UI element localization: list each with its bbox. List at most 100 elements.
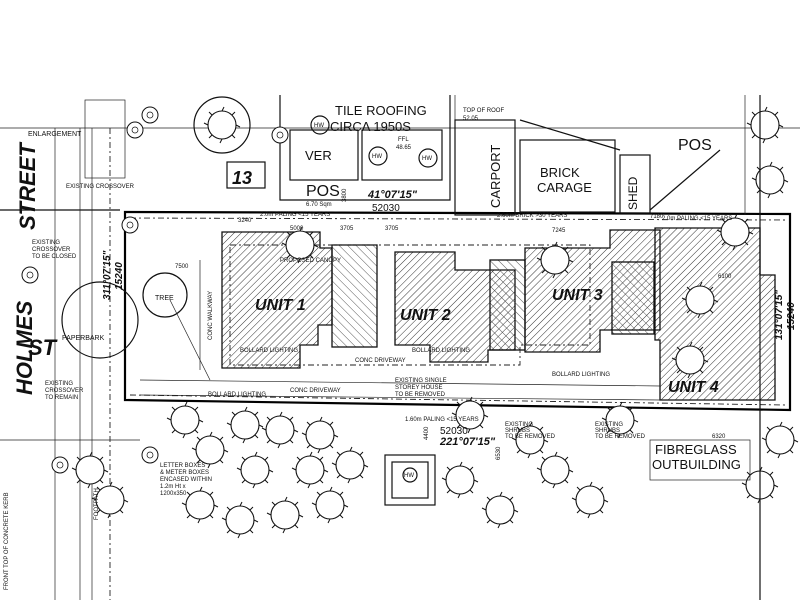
lot-number: 13 xyxy=(232,168,252,188)
crossover-remain-1: EXISTING xyxy=(45,381,73,387)
shrubs-1-c: TO BE REMOVED xyxy=(505,434,556,440)
length-right: 15240 xyxy=(786,302,797,330)
fibreglass-label: FIBREGLASS xyxy=(655,442,737,457)
brick-label: BRICK xyxy=(540,165,580,180)
trees-left xyxy=(21,216,188,359)
brick-wall-label: 2.60m BRICK >30 YEARS xyxy=(497,213,567,219)
crossover-closed-2: CROSSOVER xyxy=(32,247,71,253)
hw-label-4: HW xyxy=(404,473,414,479)
unit-1-label: UNIT 1 xyxy=(255,297,306,314)
conc-walkway-label: CONC WALKWAY xyxy=(208,291,214,340)
kerb-label: FRONT TOP OF CONCRETE KERB xyxy=(4,492,10,590)
unit-3-label: UNIT 3 xyxy=(552,287,603,304)
dim-5000: 5000 xyxy=(290,226,304,232)
dim-7245: 7245 xyxy=(552,228,566,234)
bearing-bottom: 221°07'15" xyxy=(439,436,496,448)
unit-4-label: UNIT 4 xyxy=(668,379,719,396)
pos-left-label: POS xyxy=(306,183,340,200)
garage-footprints xyxy=(331,244,655,351)
ffl-value: 48.65 xyxy=(396,145,412,151)
length-top: 52030 xyxy=(372,203,400,214)
bollard-lighting-4: BOLLARD LIGHTING xyxy=(552,372,610,378)
neighbour-house xyxy=(226,95,721,216)
bearing-left: 311°07'15" xyxy=(102,250,113,300)
letter-boxes-4: 1.2m Ht x xyxy=(160,484,186,490)
dim-3800: 3800 xyxy=(342,188,348,202)
unit-4-footprint xyxy=(654,227,776,401)
pos-left-area: 6.70 Sqm xyxy=(306,202,332,208)
bottom-neighbour-building xyxy=(384,439,751,506)
existing-crossover-label: EXISTING CROSSOVER xyxy=(66,184,135,190)
dim-3705-a: 3705 xyxy=(340,226,354,232)
paperbark-label: PAPERBARK xyxy=(62,335,105,342)
dim-6530: 6530 xyxy=(496,446,502,460)
bollard-lighting-3: BOLLARD LIGHTING xyxy=(412,348,470,354)
letter-boxes-1: LETTER BOXES xyxy=(160,463,205,469)
existing-house-3: TO BE REMOVED xyxy=(395,392,446,398)
property-boundary xyxy=(123,210,792,412)
unit-2-footprint xyxy=(394,251,516,363)
dim-3240: 3240 xyxy=(238,218,252,224)
dim-6100: 6100 xyxy=(718,274,732,280)
proposed-canopy-label: PROPOSED CANOPY xyxy=(280,258,341,264)
shrubs-2-b: SHRUBS xyxy=(595,428,620,434)
shrubs-2-a: EXISTING xyxy=(595,422,623,428)
letter-boxes-5: 1200x350 xyxy=(160,491,187,497)
bearing-right: 131°07'15" xyxy=(774,290,785,340)
paling-bottom-label: 1.60m PALING <15 YEARS xyxy=(405,417,479,423)
carport-label: CARPORT xyxy=(488,145,503,208)
hw-label-1: HW xyxy=(314,123,324,129)
dim-3705-b: 3705 xyxy=(385,226,399,232)
pos-right-label: POS xyxy=(678,137,712,154)
letter-boxes-2: & METER BOXES xyxy=(160,470,209,476)
shed-label: SHED xyxy=(626,176,640,210)
crossover-remain-3: TO REMAIN xyxy=(45,395,78,401)
conc-driveway-2: CONC DRIVEWAY xyxy=(355,358,406,364)
hw-label-2: HW xyxy=(372,154,382,160)
trees-top xyxy=(126,96,789,279)
top-of-roof-value: 52.05 xyxy=(463,116,479,122)
existing-house-outline xyxy=(229,244,591,366)
dim-6320: 6320 xyxy=(712,434,726,440)
crossover-closed-1: EXISTING xyxy=(32,240,60,246)
garage-label: CARAGE xyxy=(537,180,592,195)
shrubs-2-c: TO BE REMOVED xyxy=(595,434,646,440)
dim-7180: 7180 xyxy=(650,214,664,220)
right-boundary-marks xyxy=(744,95,761,600)
shrubs-1-b: SHRUBS xyxy=(505,428,530,434)
paling-right-label: 2.0m PALING <15 YEARS xyxy=(662,216,732,222)
ffl-label: FFL xyxy=(398,137,409,143)
hw-label-3: HW xyxy=(422,156,432,162)
unit-2-label: UNIT 2 xyxy=(400,307,451,324)
shrubs-1-a: EXISTING xyxy=(505,422,533,428)
hot-water-units: HW HW HW HW xyxy=(310,115,438,479)
top-of-roof-label: TOP OF ROOF xyxy=(463,108,504,114)
footpath-label: FOOTPATH xyxy=(94,488,100,520)
street-st-label: ST xyxy=(28,335,58,360)
street-label: STREET xyxy=(15,142,40,230)
letter-boxes-3: ENCASED WITHIN xyxy=(160,477,212,483)
paling-left-label: 2.0m PALING <15 YEARS xyxy=(260,212,330,218)
unit-1-footprint xyxy=(221,231,333,369)
tile-roofing-label: TILE ROOFING xyxy=(335,103,427,118)
conc-driveway-1: CONC DRIVEWAY xyxy=(290,388,341,394)
veranda-label: VER xyxy=(305,148,332,163)
outbuilding-label: OUTBUILDING xyxy=(652,457,741,472)
length-bottom: 52030 xyxy=(440,426,468,437)
street-name-label: HOLMES xyxy=(12,301,37,395)
bollard-lighting-1: BOLLARD LIGHTING xyxy=(208,392,266,398)
crossover-closed-3: TO BE CLOSED xyxy=(32,254,77,260)
bollard-lighting-2: BOLLARD LIGHTING xyxy=(240,348,298,354)
length-left: 15240 xyxy=(114,262,125,290)
street-lines xyxy=(0,99,800,600)
tile-roofing-circa: CIRCA 1950S xyxy=(330,119,411,134)
enlargement-label: ENLARGEMENT xyxy=(28,131,82,138)
existing-house-2: STOREY HOUSE xyxy=(395,385,442,391)
crossover-remain-2: CROSSOVER xyxy=(45,388,84,394)
dim-7500: 7500 xyxy=(175,264,189,270)
existing-house-1: EXISTING SINGLE xyxy=(395,378,447,384)
tree-label: TREE xyxy=(155,295,174,302)
dim-4400: 4400 xyxy=(424,426,430,440)
